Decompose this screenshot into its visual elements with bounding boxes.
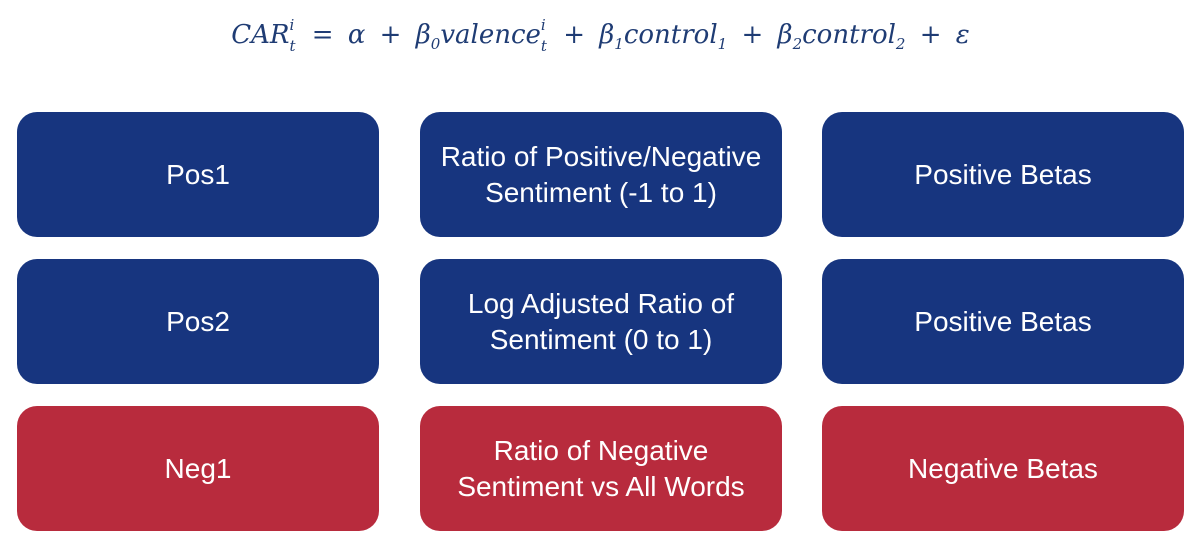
definition-box-3: Ratio of Negative Sentiment vs All Words [420, 406, 782, 531]
variable-name-2: Pos2 [166, 305, 230, 337]
eq-control1-sub: 1 [717, 35, 728, 53]
variable-name-box-3: Neg1 [17, 406, 379, 531]
eq-plus-1: + [379, 20, 402, 50]
eq-lhs: CAR [231, 20, 290, 50]
eq-valence-sub: t [540, 37, 547, 55]
eq-beta1-sub: 1 [614, 35, 624, 53]
eq-beta2-sub: 2 [792, 35, 803, 53]
expected-box-1: Positive Betas [822, 112, 1184, 237]
eq-equals: = [311, 20, 334, 50]
eq-control1: control [623, 20, 718, 50]
expected-box-3: Negative Betas [822, 406, 1184, 531]
variable-name-box-1: Pos1 [17, 112, 379, 237]
eq-valence: valence [440, 20, 541, 50]
definition-1: Ratio of Positive/Negative Sentiment (-1… [440, 140, 762, 208]
definition-2: Log Adjusted Ratio of Sentiment (0 to 1) [467, 287, 735, 355]
eq-beta0: β [415, 20, 431, 50]
variable-name-3: Neg1 [164, 452, 232, 484]
expected-1: Positive Betas [914, 158, 1092, 190]
expected-box-2: Positive Betas [822, 259, 1184, 384]
eq-plus-3: + [741, 20, 764, 50]
variable-name-1: Pos1 [166, 158, 230, 190]
definition-box-2: Log Adjusted Ratio of Sentiment (0 to 1) [420, 259, 782, 384]
eq-lhs-sup: i [289, 16, 295, 34]
eq-beta2: β [777, 20, 793, 50]
eq-plus-4: + [919, 20, 942, 50]
expected-2: Positive Betas [914, 305, 1092, 337]
eq-lhs-sub: t [289, 37, 296, 55]
eq-valence-sup: i [540, 16, 546, 34]
variable-name-box-2: Pos2 [17, 259, 379, 384]
definition-3: Ratio of Negative Sentiment vs All Words [457, 434, 745, 502]
eq-alpha: α [347, 20, 366, 50]
eq-control2: control [802, 20, 896, 50]
expected-3: Negative Betas [908, 452, 1098, 484]
eq-beta1: β [599, 20, 615, 50]
eq-beta0-sub: 0 [430, 35, 441, 53]
definition-box-1: Ratio of Positive/Negative Sentiment (-1… [420, 112, 782, 237]
eq-control2-sub: 2 [895, 35, 906, 53]
eq-epsilon: ε [955, 20, 970, 50]
eq-plus-2: + [563, 20, 585, 50]
